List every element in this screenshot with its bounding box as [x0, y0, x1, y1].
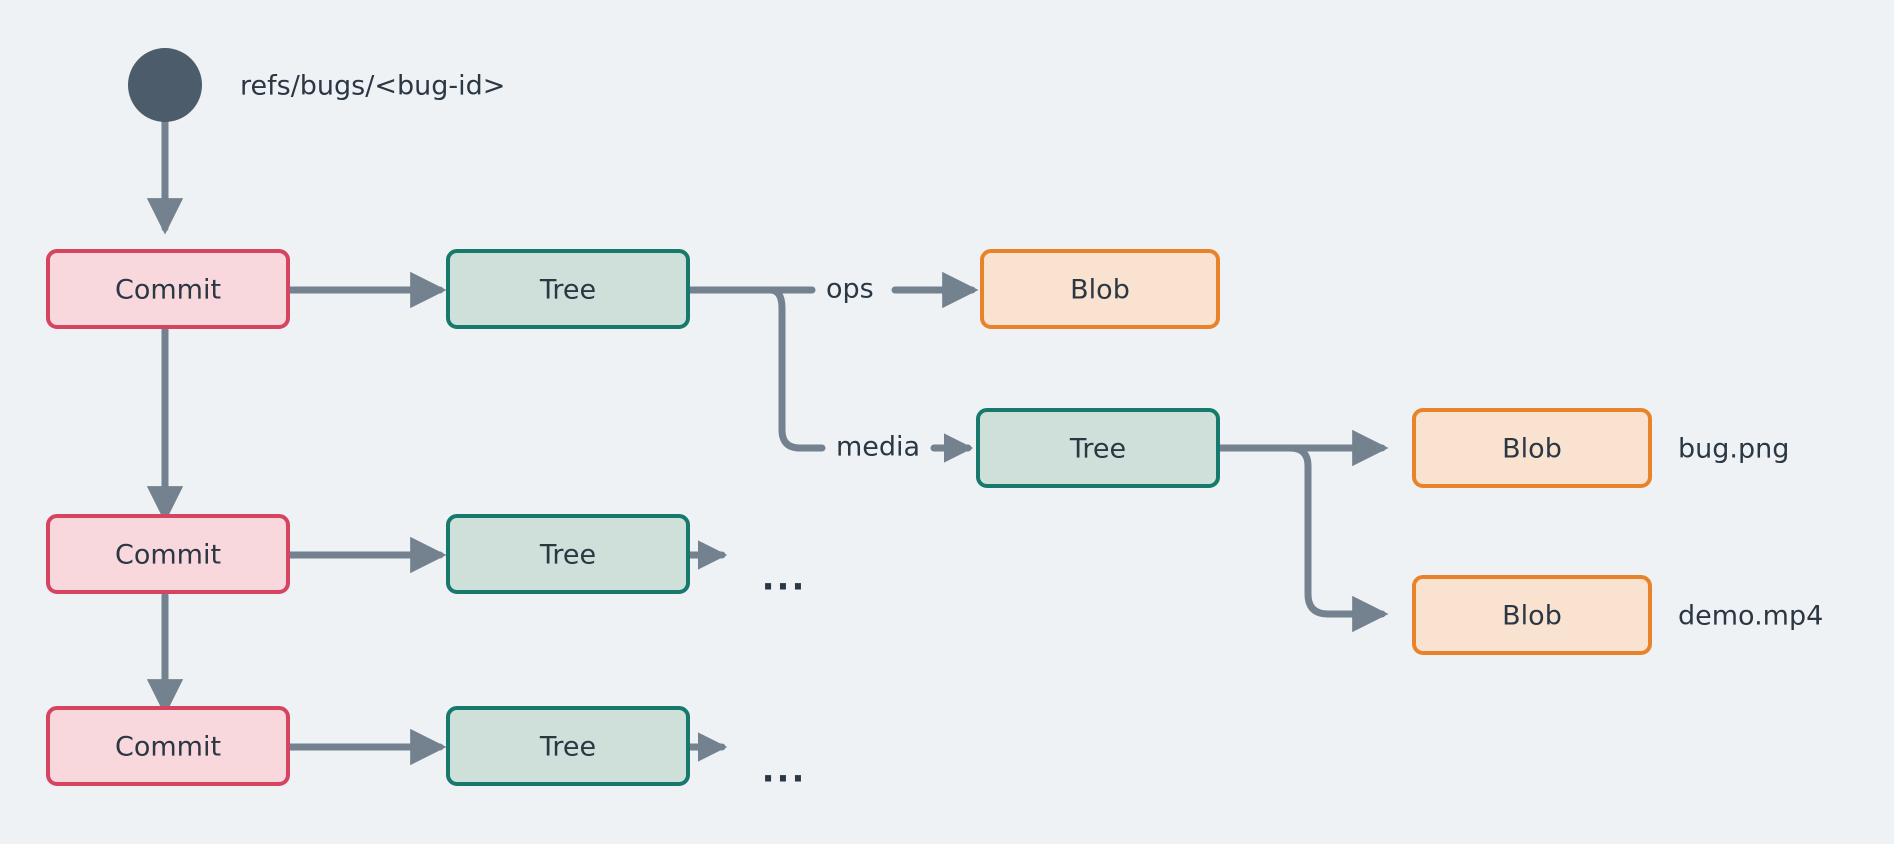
node-tree-2[interactable]: Tree — [446, 514, 690, 594]
node-label: Blob — [1070, 275, 1130, 306]
node-tree-media[interactable]: Tree — [976, 408, 1220, 488]
node-commit-2[interactable]: Commit — [46, 514, 290, 594]
tree-box[interactable] — [446, 249, 690, 329]
node-label: Tree — [539, 732, 596, 763]
commit-box[interactable] — [46, 514, 290, 594]
node-label: Blob — [1502, 434, 1562, 465]
node-tree-3[interactable]: Tree — [446, 706, 690, 786]
tree-box[interactable] — [976, 408, 1220, 488]
node-blob-demo[interactable]: Blob — [1412, 575, 1652, 655]
node-blob-ops[interactable]: Blob — [980, 249, 1220, 329]
edge-label-ops: ops — [826, 274, 874, 305]
node-label: Tree — [539, 540, 596, 571]
node-blob-bug[interactable]: Blob — [1412, 408, 1652, 488]
blob-box[interactable] — [1412, 575, 1652, 655]
blob-box[interactable] — [1412, 408, 1652, 488]
file-label-demo-mp4: demo.mp4 — [1678, 601, 1823, 632]
node-tree-root[interactable]: Tree — [446, 249, 690, 329]
ellipsis-tree-3: ... — [762, 751, 807, 791]
ref-label: refs/bugs/<bug-id> — [240, 71, 505, 102]
commit-box[interactable] — [46, 706, 290, 786]
node-commit-3[interactable]: Commit — [46, 706, 290, 786]
node-label: Commit — [115, 275, 221, 306]
tree-box[interactable] — [446, 514, 690, 594]
commit-box[interactable] — [46, 249, 290, 329]
blob-box[interactable] — [980, 249, 1220, 329]
node-label: Tree — [1069, 434, 1126, 465]
ellipsis-tree-2: ... — [762, 559, 807, 599]
edge-tree-media-to-blob-demo — [1286, 444, 1389, 633]
node-label: Commit — [115, 732, 221, 763]
ref-node-circle[interactable] — [128, 48, 202, 122]
edge-label-media: media — [836, 432, 920, 463]
node-label: Commit — [115, 540, 221, 571]
node-label: Tree — [539, 275, 596, 306]
tree-box[interactable] — [446, 706, 690, 786]
edge-tree-root-to-media-label — [766, 286, 826, 452]
file-label-bug-png: bug.png — [1678, 434, 1789, 465]
node-commit-1[interactable]: Commit — [46, 249, 290, 329]
node-label: Blob — [1502, 601, 1562, 632]
